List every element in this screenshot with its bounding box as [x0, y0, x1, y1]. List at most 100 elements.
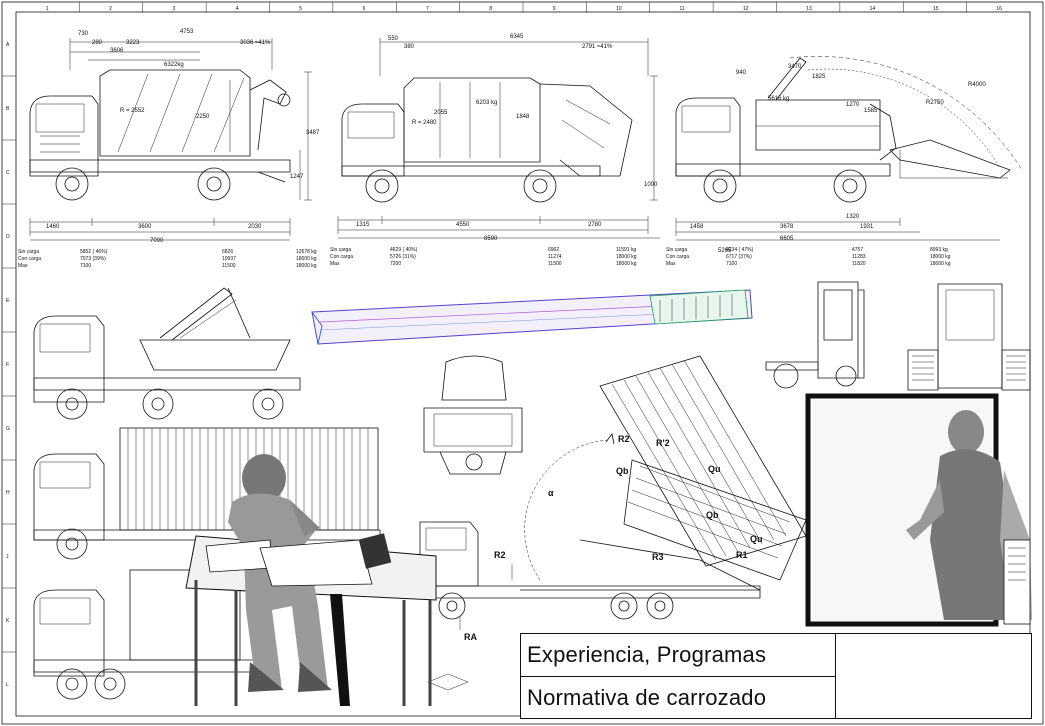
svg-text:5616 kg: 5616 kg — [768, 96, 789, 102]
grid-column-label: 4 — [236, 6, 239, 12]
svg-text:Max: Max — [330, 261, 340, 267]
svg-text:6826: 6826 — [222, 249, 233, 255]
svg-text:Qb: Qb — [616, 466, 629, 476]
grid-column-label: 3 — [172, 6, 175, 12]
grid-column-label: 15 — [933, 6, 939, 12]
svg-text:1000: 1000 — [644, 182, 658, 188]
svg-text:4550: 4550 — [456, 222, 470, 228]
presenter-with-board-illustration — [805, 393, 1032, 627]
svg-text:3223: 3223 — [126, 40, 140, 46]
svg-text:7200: 7200 — [390, 261, 401, 267]
svg-text:18000 kg: 18000 kg — [616, 254, 637, 260]
svg-text:3470: 3470 — [788, 64, 802, 70]
svg-text:5726 (31%): 5726 (31%) — [390, 254, 416, 260]
svg-text:280: 280 — [92, 40, 103, 46]
grid-column-label: 1 — [46, 6, 49, 12]
forklift-rear-view — [907, 283, 1031, 391]
truck-hooklift-labels: 730 3223 4753 3036 ≈41% 280 3606 6322kg … — [18, 29, 320, 269]
svg-text:2055: 2055 — [434, 110, 448, 116]
svg-text:1247: 1247 — [290, 174, 304, 180]
svg-text:3678: 3678 — [780, 224, 794, 230]
svg-text:2250: 2250 — [196, 114, 210, 120]
svg-text:1270: 1270 — [846, 102, 860, 108]
grid-row-label: B — [6, 106, 10, 112]
grid-row-label: K — [6, 618, 10, 624]
svg-text:18000 kg: 18000 kg — [296, 256, 317, 262]
svg-text:R3: R3 — [652, 552, 664, 562]
grid-column-label: 6 — [363, 6, 366, 12]
grid-row-label: A — [6, 42, 10, 48]
svg-text:4629 ( 40%): 4629 ( 40%) — [390, 247, 418, 253]
svg-text:7100: 7100 — [726, 261, 737, 267]
grid-row-label: E — [6, 298, 10, 304]
svg-text:1825: 1825 — [812, 74, 826, 80]
svg-text:5265: 5265 — [718, 248, 732, 254]
svg-text:18000 kg: 18000 kg — [930, 254, 951, 260]
grid-column-label: 14 — [870, 6, 876, 12]
svg-text:11283: 11283 — [852, 254, 866, 260]
svg-text:4753: 4753 — [180, 29, 194, 35]
svg-text:1931: 1931 — [860, 224, 874, 230]
svg-text:12678 kg: 12678 kg — [296, 249, 317, 255]
svg-text:18000 kg: 18000 kg — [930, 261, 951, 267]
grid-column-label: 2 — [109, 6, 112, 12]
grid-row-label: C — [6, 170, 10, 176]
svg-text:380: 380 — [404, 44, 415, 50]
title-block: Experiencia, Programas Normativa de carr… — [520, 633, 836, 719]
svg-text:6605: 6605 — [780, 236, 794, 242]
svg-text:11820: 11820 — [852, 261, 866, 267]
svg-text:Max: Max — [666, 261, 676, 267]
svg-text:1460: 1460 — [46, 224, 60, 230]
grid-row-label: F — [6, 362, 9, 368]
grid-column-label: 8 — [489, 6, 492, 12]
svg-text:7090: 7090 — [150, 238, 164, 244]
svg-text:2780: 2780 — [588, 222, 602, 228]
svg-text:Max: Max — [18, 263, 28, 269]
svg-text:R2: R2 — [618, 434, 630, 444]
grid-column-label: 9 — [553, 6, 556, 12]
svg-text:2791 ≈41%: 2791 ≈41% — [582, 44, 613, 50]
svg-text:6962: 6962 — [548, 247, 559, 253]
svg-text:Qb: Qb — [706, 510, 719, 520]
svg-text:Qu: Qu — [708, 464, 721, 474]
svg-text:7100: 7100 — [80, 263, 91, 269]
svg-text:3606: 3606 — [110, 48, 124, 54]
svg-text:R'2: R'2 — [656, 438, 670, 448]
svg-text:11591 kg: 11591 kg — [616, 247, 636, 253]
truck-skip-side-view — [33, 287, 301, 420]
fem-beam-model — [311, 289, 753, 345]
grid-column-label: 12 — [743, 6, 749, 12]
truck-tipper-side-view — [33, 569, 261, 700]
grid-row-label: J — [6, 554, 9, 560]
svg-text:18000 kg: 18000 kg — [616, 261, 637, 267]
grid-row-label: L — [6, 682, 9, 688]
tipping-forces-diagram — [419, 355, 807, 691]
svg-text:7073 (39%): 7073 (39%) — [80, 256, 106, 262]
svg-text:Sin carga: Sin carga — [18, 249, 39, 255]
tipping-forces-labels: R2 R'2 Qb Qu α Qb Qu R2 R3 R1 RA — [464, 434, 763, 642]
svg-text:5852 ( 46%): 5852 ( 46%) — [80, 249, 108, 255]
svg-text:2030: 2030 — [248, 224, 262, 230]
svg-text:18000 kg: 18000 kg — [296, 263, 317, 269]
svg-text:RA: RA — [464, 632, 477, 642]
svg-text:11500: 11500 — [548, 261, 562, 267]
grid-row-label: D — [6, 234, 10, 240]
grid-column-label: 13 — [806, 6, 812, 12]
svg-text:Sin carga: Sin carga — [330, 247, 351, 253]
truck-compactor-labels: 550 380 6345 2791 ≈41% R = 2480 2055 184… — [330, 34, 658, 267]
person-at-desk-illustration — [185, 454, 437, 706]
grid-row-label: H — [6, 490, 10, 496]
svg-text:6345: 6345 — [510, 34, 524, 40]
svg-text:R2: R2 — [494, 550, 506, 560]
svg-text:1315: 1315 — [356, 222, 370, 228]
svg-text:Con carga: Con carga — [666, 254, 689, 260]
svg-text:6717 (37%): 6717 (37%) — [726, 254, 752, 260]
truck-skiploader-drawing — [675, 56, 1023, 241]
svg-text:Con carga: Con carga — [18, 256, 41, 262]
svg-text:8590: 8590 — [484, 236, 498, 242]
svg-text:730: 730 — [78, 31, 89, 37]
svg-text:R = 2480: R = 2480 — [412, 120, 437, 126]
svg-text:3600: 3600 — [138, 224, 152, 230]
